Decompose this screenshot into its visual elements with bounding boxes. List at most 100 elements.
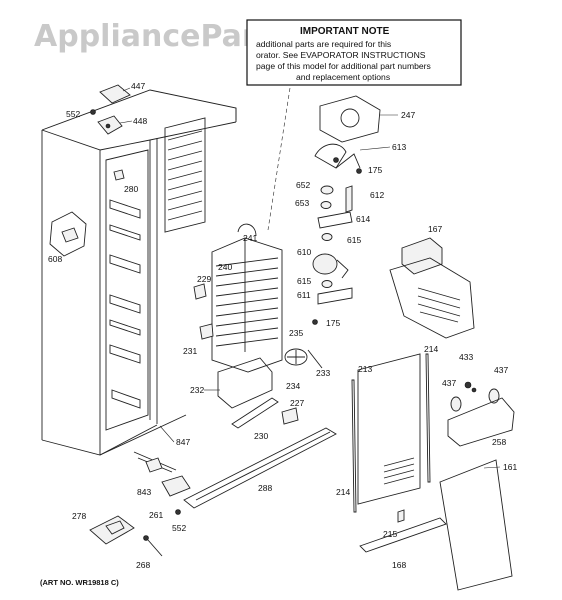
callout-280: 280: [124, 184, 138, 194]
part-evaporator-assembly[interactable]: [211, 223, 283, 373]
callout-175-lower: 175: [326, 318, 340, 328]
note-line: additional parts are required for this: [256, 39, 391, 49]
callout-168: 168: [392, 560, 406, 570]
part-light-housing[interactable]: [389, 257, 475, 339]
part-610-fan-motor[interactable]: [312, 253, 349, 279]
part-614-bracket[interactable]: [317, 211, 353, 229]
part-234-fan-grille[interactable]: [284, 348, 308, 366]
refrigerator-cabinet: [41, 89, 237, 456]
callout-437: 437: [442, 378, 456, 388]
note-title: IMPORTANT NOTE: [300, 26, 390, 37]
callout-437-right: 437: [494, 365, 508, 375]
part-653-grommet[interactable]: [320, 201, 332, 209]
part-615-grommet-lower[interactable]: [321, 280, 333, 288]
callout-261: 261: [149, 510, 163, 520]
part-215-screw[interactable]: [397, 509, 405, 523]
part-232-drain-pan[interactable]: [217, 357, 273, 409]
callout-240: 240: [218, 262, 232, 272]
part-261-bracket[interactable]: [161, 475, 191, 497]
part-433-socket[interactable]: [464, 381, 477, 393]
part-437-bulb-left[interactable]: [450, 396, 462, 412]
callout-247: 247: [401, 110, 415, 120]
callout-288: 288: [258, 483, 272, 493]
part-447-hinge-cover[interactable]: 447: [99, 81, 145, 104]
part-613-fan-blade[interactable]: [314, 143, 361, 169]
callout-231: 231: [183, 346, 197, 356]
art-number: (ART NO. WR19818 C): [40, 578, 119, 587]
part-247-fan-shroud[interactable]: [319, 95, 381, 143]
part-278-bottom-hinge[interactable]: [89, 515, 135, 545]
part-213-rear-panel[interactable]: [357, 353, 421, 505]
callout-230: 230: [254, 431, 268, 441]
callout-615: 615: [347, 235, 361, 245]
callout-552: 552: [66, 109, 80, 119]
part-233-clip[interactable]: [307, 349, 323, 369]
cabinet-rear-ribs: [164, 117, 206, 233]
callout-652: 652: [296, 180, 310, 190]
callout-268: 268: [136, 560, 150, 570]
note-line: orator. See EVAPORATOR INSTRUCTIONS: [256, 50, 426, 60]
part-843-hinge-assembly[interactable]: [133, 451, 177, 473]
note-line: and replacement options: [296, 72, 390, 82]
callout-215: 215: [383, 529, 397, 539]
part-652-grommet[interactable]: [320, 185, 334, 195]
part-168-bottom-rail[interactable]: [359, 517, 447, 553]
callout-447: 447: [131, 81, 145, 91]
evaporator-fins: [215, 257, 279, 347]
callout-241: 241: [243, 233, 257, 243]
callout-167: 167: [428, 224, 442, 234]
callout-433: 433: [459, 352, 473, 362]
callout-232: 232: [190, 385, 204, 395]
callout-611: 611: [297, 290, 311, 300]
callout-653: 653: [295, 198, 309, 208]
callout-235: 235: [289, 328, 303, 338]
part-288-cover-rail[interactable]: [183, 427, 337, 509]
liner-shelf-ribs: [109, 199, 141, 409]
part-552-screw-top[interactable]: 552: [66, 109, 96, 119]
callout-214-lower: 214: [336, 487, 350, 497]
part-167-control-box[interactable]: [401, 237, 443, 275]
callout-552-bottom: 552: [172, 523, 186, 533]
part-615-grommet[interactable]: [321, 233, 333, 241]
part-608-damper-control[interactable]: 608: [48, 211, 87, 264]
part-268-pin[interactable]: [143, 535, 163, 557]
callout-608: 608: [48, 254, 62, 264]
part-258-light-shield[interactable]: [447, 397, 515, 447]
callout-214: 214: [424, 344, 438, 354]
callout-448: 448: [133, 116, 147, 126]
part-175-screw[interactable]: [356, 168, 362, 174]
callout-161: 161: [503, 462, 517, 472]
part-612-bracket[interactable]: [345, 185, 353, 213]
callout-843: 843: [137, 487, 151, 497]
part-214-trim-right[interactable]: [425, 353, 431, 483]
callout-175: 175: [368, 165, 382, 175]
callout-613: 613: [392, 142, 406, 152]
panel-vents: [383, 457, 415, 485]
callout-614: 614: [356, 214, 370, 224]
callout-213: 213: [358, 364, 372, 374]
part-175-screw-lower[interactable]: [312, 319, 318, 325]
callout-278: 278: [72, 511, 86, 521]
part-227-bracket[interactable]: [281, 407, 299, 425]
callout-847: 847: [176, 437, 190, 447]
part-448-hinge[interactable]: 448: [97, 115, 147, 135]
part-552-screw-bottom[interactable]: [175, 509, 181, 515]
part-611-bracket[interactable]: [317, 287, 353, 305]
part-229-clip[interactable]: [193, 283, 207, 300]
callout-615-lower: 615: [297, 276, 311, 286]
callout-258: 258: [492, 437, 506, 447]
callout-227: 227: [290, 398, 304, 408]
part-280[interactable]: 280: [113, 169, 138, 194]
part-161-cover[interactable]: [439, 459, 513, 591]
callout-233: 233: [316, 368, 330, 378]
part-437-bulb-right[interactable]: [488, 388, 500, 404]
important-note-box: IMPORTANT NOTE additional parts are requ…: [246, 19, 462, 231]
note-line: page of this model for additional part n…: [256, 61, 431, 71]
callout-612: 612: [370, 190, 384, 200]
callout-610: 610: [297, 247, 311, 257]
part-214-trim-left[interactable]: [351, 379, 357, 513]
part-231-clip[interactable]: [199, 323, 214, 340]
part-230-defrost-heater[interactable]: [231, 397, 279, 429]
callout-234: 234: [286, 381, 300, 391]
